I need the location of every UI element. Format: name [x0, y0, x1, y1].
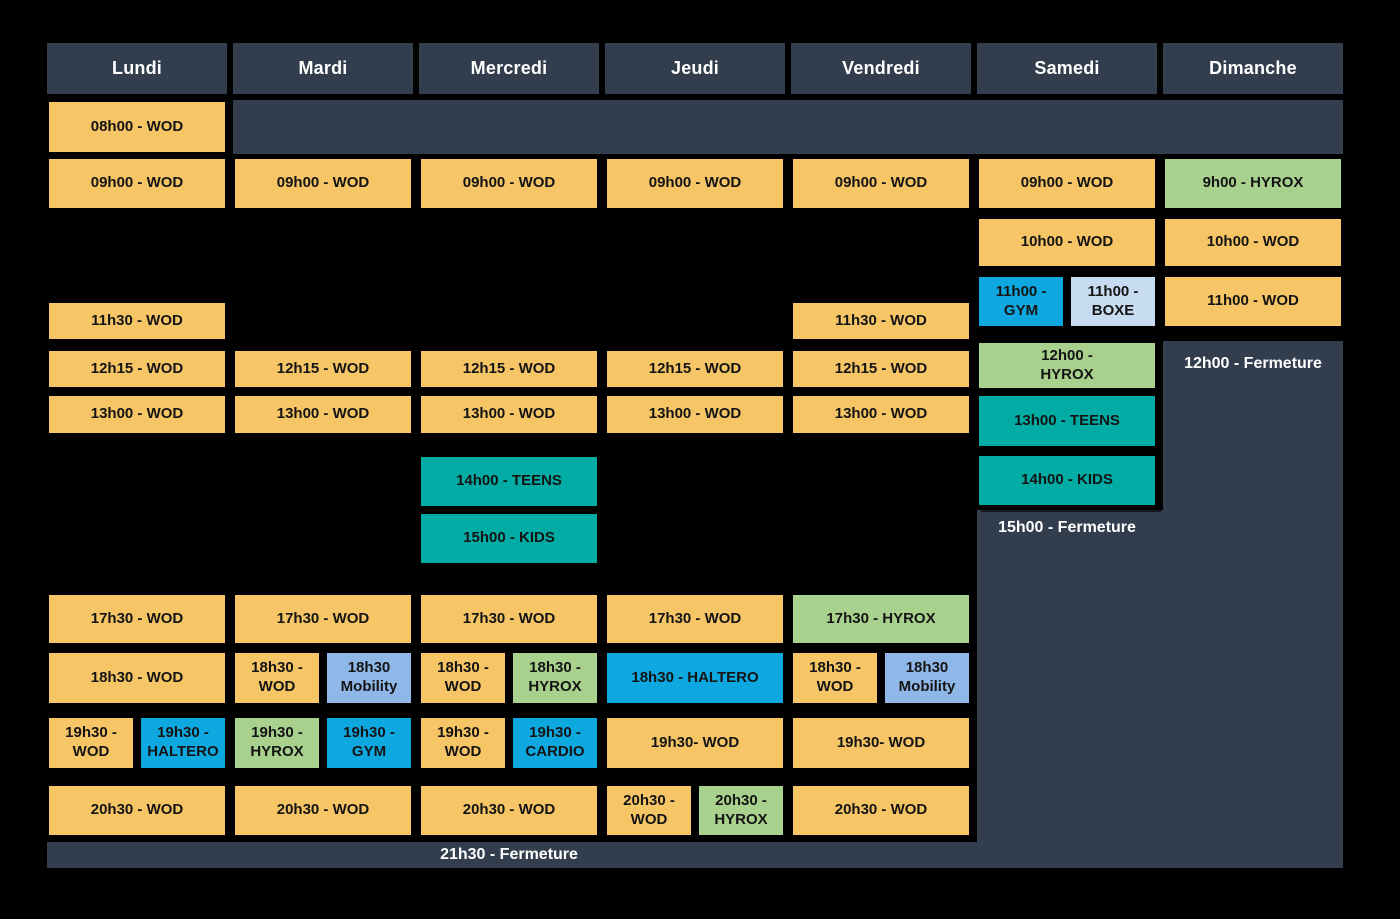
schedule-cell-dimanche-10h00-wod: 10h00 - WOD — [1163, 217, 1343, 268]
schedule-cell-lundi-11h30-wod: 11h30 - WOD — [47, 301, 227, 341]
schedule-cell-mardi-20h30-wod: 20h30 - WOD — [233, 784, 413, 837]
schedule-cell-mardi-09h00-wod: 09h00 - WOD — [233, 157, 413, 210]
closure-12h00-dimanche: 12h00 - Fermeture — [1184, 355, 1322, 372]
morning-closed-band — [233, 100, 1343, 154]
schedule-cell-samedi-11h00-boxe: 11h00 - BOXE — [1069, 275, 1157, 328]
schedule-cell-mercredi-14h00-teens: 14h00 - TEENS — [419, 455, 599, 508]
schedule-cell-jeudi-12h15-wod: 12h15 - WOD — [605, 349, 785, 389]
schedule-cell-vendredi-13h00-wod: 13h00 - WOD — [791, 394, 971, 435]
schedule-cell-samedi-09h00-wod: 09h00 - WOD — [977, 157, 1157, 210]
night-closing-bar — [47, 842, 1343, 868]
schedule-cell-jeudi-17h30-wod: 17h30 - WOD — [605, 593, 785, 645]
schedule-cell-jeudi-18h30-haltero: 18h30 - HALTERO — [605, 651, 785, 705]
schedule-cell-vendredi-18h30-wod: 18h30 - WOD — [791, 651, 879, 705]
schedule-cell-samedi-11h00-gym: 11h00 - GYM — [977, 275, 1065, 328]
schedule-cell-lundi-12h15-wod: 12h15 - WOD — [47, 349, 227, 389]
day-header-mercredi: Mercredi — [419, 43, 599, 94]
schedule-cell-vendredi-17h30-hyrox: 17h30 - HYROX — [791, 593, 971, 645]
schedule-cell-vendredi-19h30-wod: 19h30- WOD — [791, 716, 971, 770]
schedule-cell-lundi-17h30-wod: 17h30 - WOD — [47, 593, 227, 645]
schedule-cell-jeudi-19h30-wod: 19h30- WOD — [605, 716, 785, 770]
schedule-cell-vendredi-11h30-wod: 11h30 - WOD — [791, 301, 971, 341]
schedule-cell-mercredi-18h30-wod: 18h30 - WOD — [419, 651, 507, 705]
schedule-cell-vendredi-12h15-wod: 12h15 - WOD — [791, 349, 971, 389]
schedule-cell-jeudi-09h00-wod: 09h00 - WOD — [605, 157, 785, 210]
day-header-samedi: Samedi — [977, 43, 1157, 94]
schedule-cell-mardi-12h15-wod: 12h15 - WOD — [233, 349, 413, 389]
schedule-cell-mardi-19h30-gym: 19h30 - GYM — [325, 716, 413, 770]
schedule-cell-vendredi-09h00-wod: 09h00 - WOD — [791, 157, 971, 210]
schedule-cell-samedi-13h00-teens: 13h00 - TEENS — [977, 394, 1157, 448]
schedule-cell-mardi-13h00-wod: 13h00 - WOD — [233, 394, 413, 435]
schedule-cell-lundi-20h30-wod: 20h30 - WOD — [47, 784, 227, 837]
schedule-cell-lundi-13h00-wod: 13h00 - WOD — [47, 394, 227, 435]
schedule-cell-mardi-17h30-wod: 17h30 - WOD — [233, 593, 413, 645]
day-header-vendredi: Vendredi — [791, 43, 971, 94]
closure-15h00-samedi: 15h00 - Fermeture — [998, 519, 1136, 536]
schedule-cell-vendredi-18h30-mobility: 18h30 Mobility — [883, 651, 971, 705]
day-header-jeudi: Jeudi — [605, 43, 785, 94]
schedule-cell-mercredi-18h30-hyrox: 18h30 - HYROX — [511, 651, 599, 705]
schedule-cell-mercredi-09h00-wod: 09h00 - WOD — [419, 157, 599, 210]
day-header-lundi: Lundi — [47, 43, 227, 94]
saturday-afternoon-closed — [977, 510, 1343, 868]
schedule-cell-jeudi-13h00-wod: 13h00 - WOD — [605, 394, 785, 435]
schedule-cell-mercredi-20h30-wod: 20h30 - WOD — [419, 784, 599, 837]
day-header-mardi: Mardi — [233, 43, 413, 94]
schedule-cell-jeudi-20h30-hyrox: 20h30 - HYROX — [697, 784, 785, 837]
schedule-cell-mercredi-12h15-wod: 12h15 - WOD — [419, 349, 599, 389]
schedule-cell-vendredi-20h30-wod: 20h30 - WOD — [791, 784, 971, 837]
schedule-cell-dimanche-11h00-wod: 11h00 - WOD — [1163, 275, 1343, 328]
day-header-dimanche: Dimanche — [1163, 43, 1343, 94]
schedule-cell-mardi-19h30-hyrox: 19h30 - HYROX — [233, 716, 321, 770]
schedule-cell-jeudi-20h30-wod: 20h30 - WOD — [605, 784, 693, 837]
schedule-cell-mercredi-19h30-wod: 19h30 - WOD — [419, 716, 507, 770]
schedule-cell-lundi-08h00-wod: 08h00 - WOD — [47, 100, 227, 154]
schedule-cell-lundi-19h30-haltero: 19h30 - HALTERO — [139, 716, 227, 770]
schedule-cell-mercredi-13h00-wod: 13h00 - WOD — [419, 394, 599, 435]
schedule-cell-samedi-14h00-kids: 14h00 - KIDS — [977, 454, 1157, 507]
closure-21h30: 21h30 - Fermeture — [440, 846, 578, 863]
schedule-cell-mercredi-15h00-kids: 15h00 - KIDS — [419, 512, 599, 565]
schedule-cell-mercredi-17h30-wod: 17h30 - WOD — [419, 593, 599, 645]
schedule-cell-mercredi-19h30-cardio: 19h30 - CARDIO — [511, 716, 599, 770]
schedule-cell-mardi-18h30-wod: 18h30 - WOD — [233, 651, 321, 705]
schedule-cell-mardi-18h30-mobility: 18h30 Mobility — [325, 651, 413, 705]
schedule-cell-samedi-12h00-hyrox: 12h00 - HYROX — [977, 341, 1157, 390]
schedule-cell-samedi-10h00-wod: 10h00 - WOD — [977, 217, 1157, 268]
schedule-cell-lundi-18h30-wod: 18h30 - WOD — [47, 651, 227, 705]
schedule-cell-lundi-09h00-wod: 09h00 - WOD — [47, 157, 227, 210]
schedule-cell-dimanche-9h00-hyrox: 9h00 - HYROX — [1163, 157, 1343, 210]
schedule-cell-lundi-19h30-wod: 19h30 - WOD — [47, 716, 135, 770]
